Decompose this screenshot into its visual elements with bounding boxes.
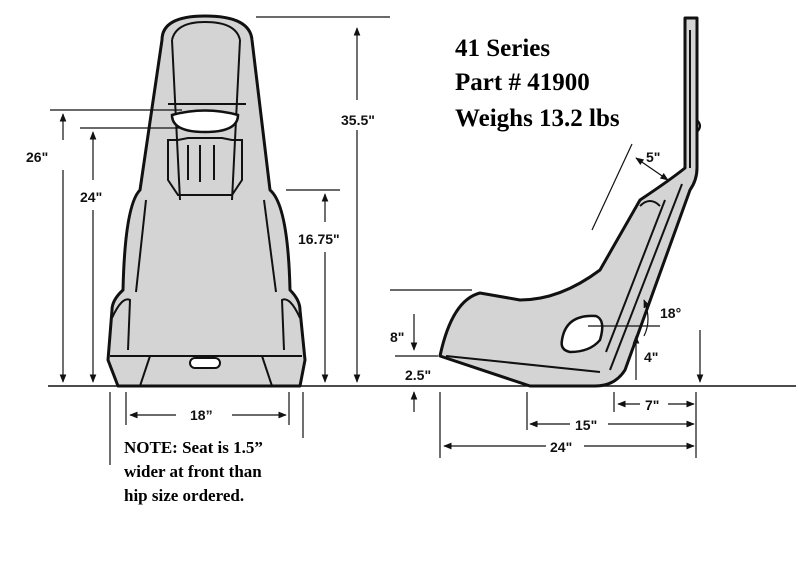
hole-length-label: 15" bbox=[575, 417, 597, 433]
front-view-seat bbox=[106, 14, 307, 388]
height-side-label: 16.75" bbox=[298, 231, 340, 247]
width-label: 18” bbox=[190, 407, 213, 423]
front-view-dimensions bbox=[50, 16, 390, 465]
series-title: 41 Series bbox=[455, 35, 550, 62]
floor-offset-label: 2.5" bbox=[405, 367, 431, 383]
hole-height-label: 4" bbox=[644, 349, 658, 365]
note-line-1: NOTE: Seat is 1.5” bbox=[124, 438, 263, 457]
height-harness-slot-label: 24" bbox=[80, 189, 102, 205]
top-width-label: 5" bbox=[646, 149, 660, 165]
weight: Weighs 13.2 lbs bbox=[455, 105, 620, 132]
front-height-label: 8" bbox=[390, 329, 404, 345]
side-view-details bbox=[445, 30, 701, 373]
depth-label: 24" bbox=[550, 439, 572, 455]
recline-angle-label: 18° bbox=[660, 305, 681, 321]
height-overall-label: 35.5" bbox=[341, 112, 375, 128]
front-view-details bbox=[110, 20, 302, 387]
part-number: Part # 41900 bbox=[455, 69, 590, 96]
side-view-dimensions bbox=[390, 143, 704, 458]
note-line-2: wider at front than bbox=[124, 462, 262, 481]
side-view-seat bbox=[438, 16, 699, 388]
height-shoulder-slot-label: 26" bbox=[26, 149, 48, 165]
note-line-3: hip size ordered. bbox=[124, 486, 244, 505]
rear-length-label: 7" bbox=[645, 397, 659, 413]
